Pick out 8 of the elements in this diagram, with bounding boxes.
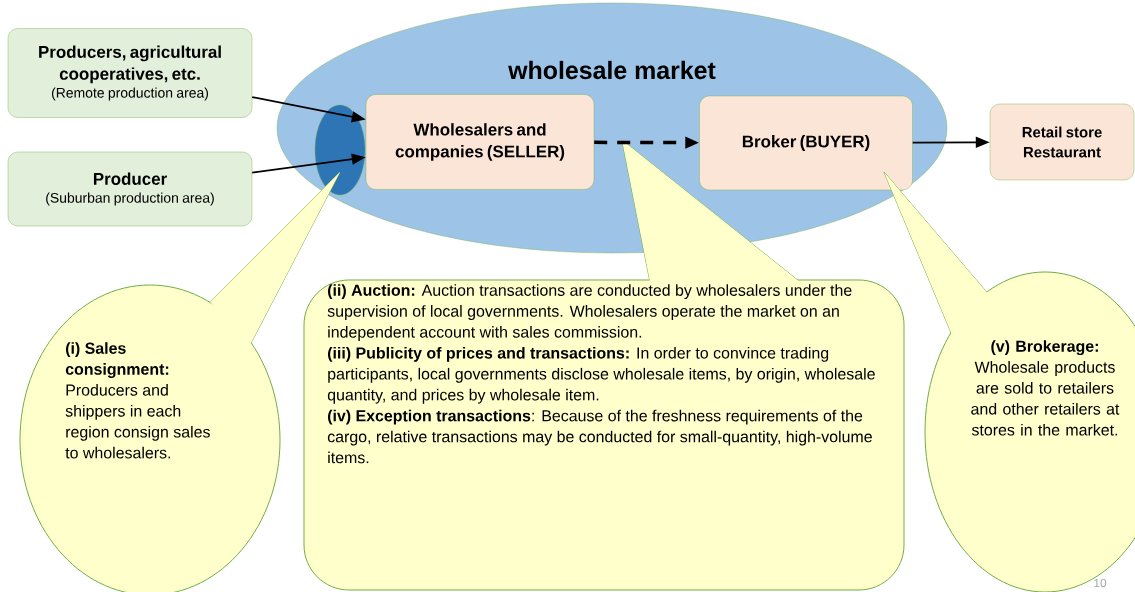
rounded-box: Producer (Suburban production area) bbox=[7, 151, 253, 227]
rounded-box: Retail store Restaurant bbox=[989, 103, 1135, 181]
rounded-box: Broker (BUYER) bbox=[699, 95, 913, 191]
rounded-box: Wholesalers and companies (SELLER) bbox=[365, 94, 595, 190]
node-label: (v) Brokerage: Wholesale products are sold to retailers and other retailers at stores in the market. bbox=[971, 340, 1120, 436]
rounded-box: Producers, agricultural cooperatives, etc. (Remote production area) bbox=[7, 28, 253, 118]
page-number: 10 bbox=[1094, 578, 1107, 588]
node-label: (i) Sales consignment: Producers and shippers in each region consign sales to wholesalers. bbox=[65, 342, 210, 459]
